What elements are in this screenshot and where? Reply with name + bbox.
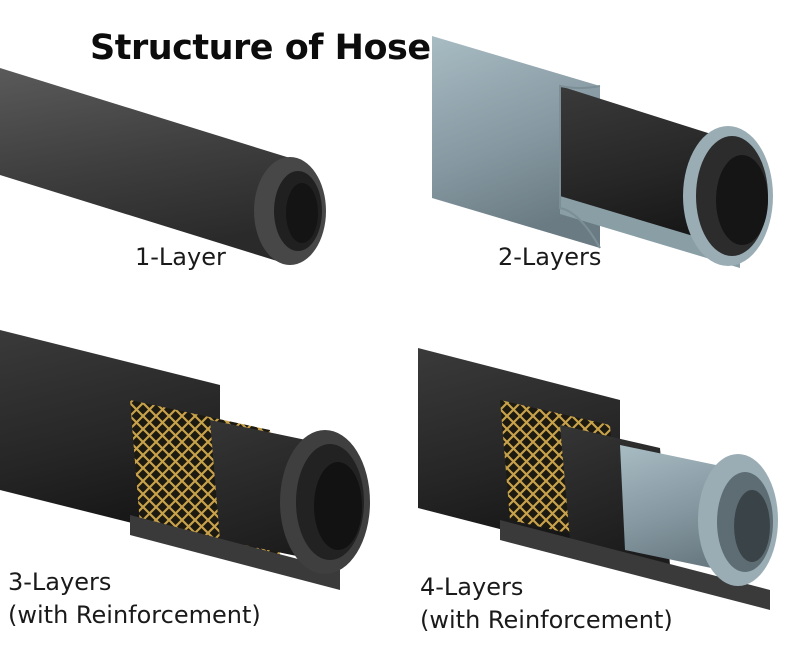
label-4-layers-note: (with Reinforcement)	[420, 606, 673, 634]
hose-2-layers	[432, 36, 773, 268]
hose-3-layers	[0, 330, 370, 590]
hose-1-layer	[0, 68, 326, 265]
label-2-layers: 2-Layers	[498, 243, 602, 271]
hose-4-layers	[418, 348, 778, 610]
diagram-title: Structure of Hose	[90, 28, 431, 68]
label-3-layers-note: (with Reinforcement)	[8, 601, 261, 629]
label-4-layers: 4-Layers	[420, 573, 524, 601]
label-1-layer: 1-Layer	[135, 243, 226, 271]
label-3-layers: 3-Layers	[8, 568, 112, 596]
